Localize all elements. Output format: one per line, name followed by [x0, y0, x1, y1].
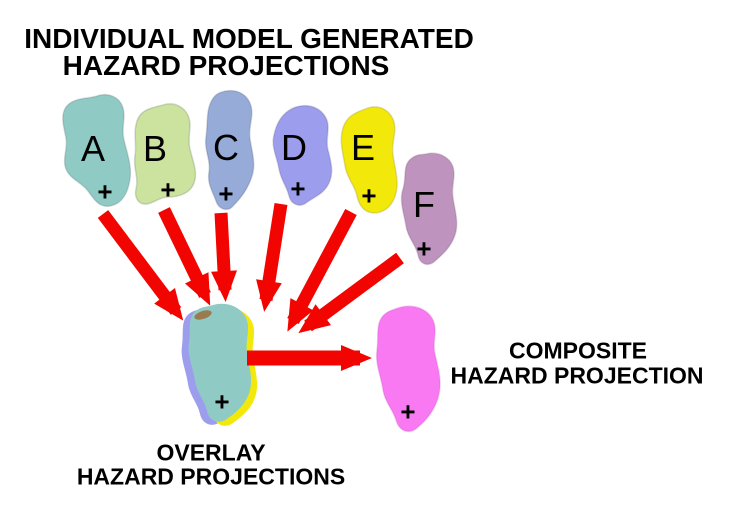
blob-b — [133, 103, 197, 205]
blob-e — [340, 106, 398, 214]
blob-f — [400, 152, 458, 266]
composite-caption-line2: HAZARD PROJECTION — [450, 362, 704, 389]
arrow-from-f — [298, 252, 404, 334]
main-title-line2: HAZARD PROJECTIONS — [62, 50, 390, 81]
model-label-b: B — [142, 128, 168, 169]
blob-d — [272, 104, 333, 206]
overlay-caption-line2: HAZARD PROJECTIONS — [76, 463, 346, 490]
model-label-f: F — [413, 184, 435, 225]
model-label-a: A — [80, 128, 106, 169]
plus-marker-a: + — [97, 176, 113, 207]
arrow-from-c — [211, 212, 237, 302]
model-label-c: C — [213, 127, 239, 168]
plus-marker-f: + — [416, 233, 432, 264]
plus-marker-c: + — [218, 178, 234, 209]
model-label-d: D — [281, 127, 307, 168]
main-title-line1: INDIVIDUAL MODEL GENERATED — [24, 23, 474, 54]
plus-marker-overlay: + — [214, 386, 230, 417]
overlay-caption-line1: OVERLAY — [156, 439, 266, 466]
plus-marker-composite: + — [400, 396, 416, 427]
blob-c — [204, 89, 255, 211]
blob-a — [62, 93, 132, 208]
arrow-from-d — [256, 202, 288, 312]
overlay-blob-base — [188, 303, 252, 422]
arrow-from-e — [287, 208, 357, 332]
overlay-blob-spot — [194, 310, 212, 320]
model-label-e: E — [350, 127, 376, 168]
plus-marker-d: + — [290, 173, 306, 204]
plus-marker-b: + — [160, 174, 176, 205]
arrow-from-b — [158, 207, 211, 306]
composite-blob — [375, 305, 441, 433]
arrow-from-a — [97, 210, 184, 321]
composite-caption-line1: COMPOSITE — [508, 337, 648, 364]
plus-marker-e: + — [361, 180, 377, 211]
